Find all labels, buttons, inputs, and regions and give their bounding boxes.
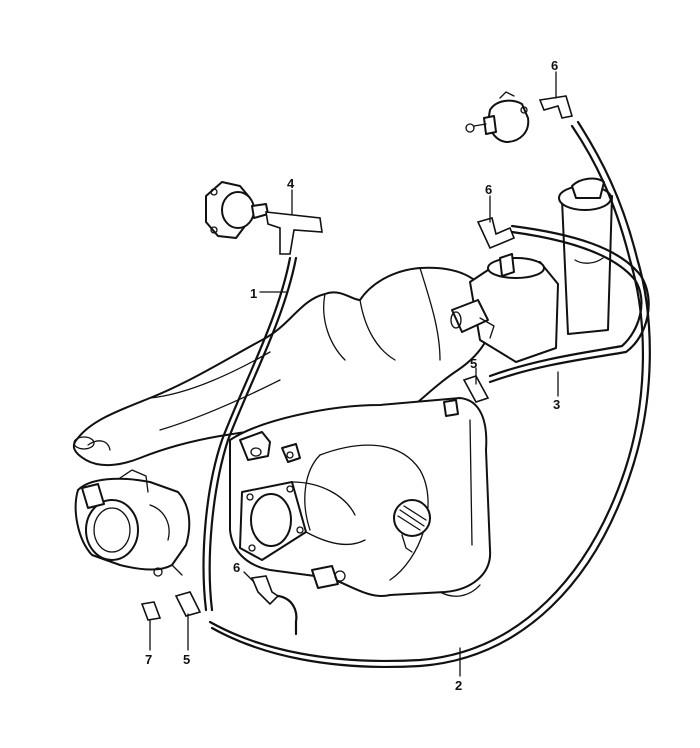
elbow-6-lower [250, 575, 280, 606]
callout-2: 2 [455, 678, 462, 693]
callout-7: 7 [145, 652, 152, 667]
elbow-6-upper [476, 217, 516, 250]
hose-2 [208, 124, 645, 663]
callout-6-lower: 6 [233, 560, 240, 575]
callout-labels: 1 2 3 4 5 5 6 6 6 7 [145, 58, 560, 693]
hose-short [276, 594, 298, 636]
hose-3 [488, 230, 643, 378]
leader-lines [149, 71, 559, 677]
breather-valve [450, 253, 559, 363]
sleeve-5-left [174, 591, 202, 617]
filler-neck [558, 177, 613, 335]
vacuum-hoses [202, 120, 651, 669]
callout-5-left: 5 [183, 652, 190, 667]
mounting-brackets [239, 431, 301, 463]
cap-7 [140, 601, 162, 621]
throttle-body [74, 469, 191, 577]
callout-3: 3 [553, 397, 560, 412]
callout-4: 4 [287, 176, 295, 191]
callout-6-top: 6 [551, 58, 558, 73]
callout-1: 1 [250, 286, 257, 301]
pressure-regulator-left [205, 181, 269, 239]
hose-1 [202, 256, 292, 612]
elbow-6-top [538, 95, 574, 119]
t-connector-4 [265, 211, 323, 255]
callout-5-right: 5 [470, 356, 477, 371]
hose-connectors [140, 95, 574, 621]
pressure-regulator-right [465, 91, 530, 143]
idle-valve [393, 499, 431, 553]
callout-6-upper: 6 [485, 182, 492, 197]
sleeve-5-right [462, 375, 490, 403]
inlet-flange [239, 481, 366, 561]
intake-manifold [72, 266, 494, 466]
